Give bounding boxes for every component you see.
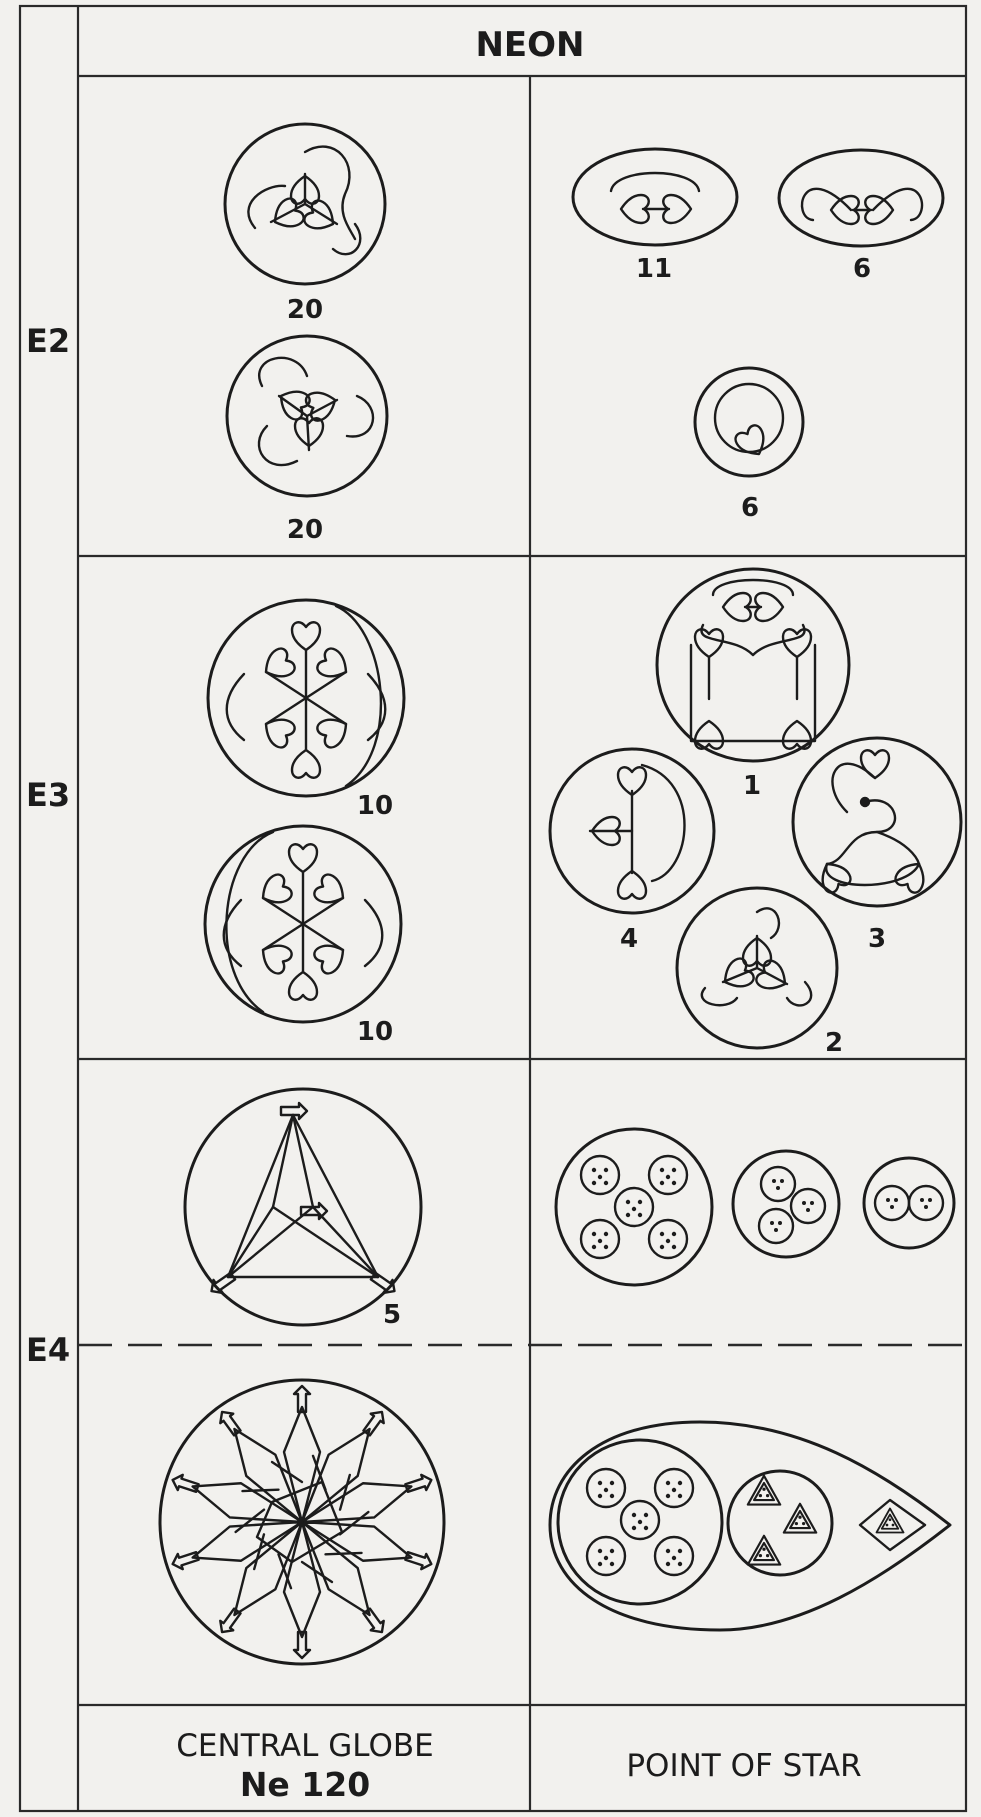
star-sphere-group-3 (733, 1151, 839, 1257)
central-e2-figure-a (225, 124, 385, 284)
row-label-e2: E2 (26, 322, 70, 360)
central-tetrahedron-figure (185, 1089, 421, 1325)
central-tetrahedron-count: 5 (383, 1300, 401, 1330)
point-of-star-footer-label: POINT OF STAR (626, 1748, 861, 1784)
star-e3-figure-1-count: 1 (743, 771, 761, 801)
star-e4-teardrop-figure (550, 1422, 950, 1630)
star-e2-oval-b (779, 150, 943, 246)
central-globe-footer-label: CENTRAL GLOBE (176, 1728, 433, 1764)
central-e3-figure-b (205, 826, 401, 1022)
star-e2-oval-a-count: 11 (636, 254, 672, 284)
star-e2-oval-b-count: 6 (853, 254, 871, 284)
star-e3-figure-3 (793, 738, 961, 906)
central-e2-figure-b (227, 336, 387, 496)
star-e3-figure-4 (550, 749, 714, 913)
title: NEON (475, 25, 584, 65)
star-e3-figure-1 (657, 569, 849, 761)
row-label-e3: E3 (26, 776, 70, 814)
central-e4-starburst-figure (160, 1380, 444, 1664)
central-e2-count-b: 20 (287, 515, 323, 545)
star-e3-figure-3-count: 3 (868, 924, 886, 954)
star-e3-figure-4-count: 4 (620, 924, 638, 954)
star-sphere-group-5 (556, 1129, 712, 1285)
star-sphere-group-2 (864, 1158, 954, 1248)
star-e2-oval-a (573, 149, 737, 245)
central-e3-count-a: 10 (357, 791, 393, 821)
central-e3-count-b: 10 (357, 1017, 393, 1047)
central-e2-count-a: 20 (287, 295, 323, 325)
star-e3-figure-2 (677, 888, 837, 1048)
star-e2-ring (695, 368, 803, 476)
row-label-e4: E4 (26, 1331, 70, 1369)
star-e3-figure-2-count: 2 (825, 1028, 843, 1058)
central-e3-figure-a (208, 600, 404, 796)
central-globe-footer-count: Ne 120 (240, 1765, 370, 1804)
star-e2-ring-count: 6 (741, 493, 759, 523)
